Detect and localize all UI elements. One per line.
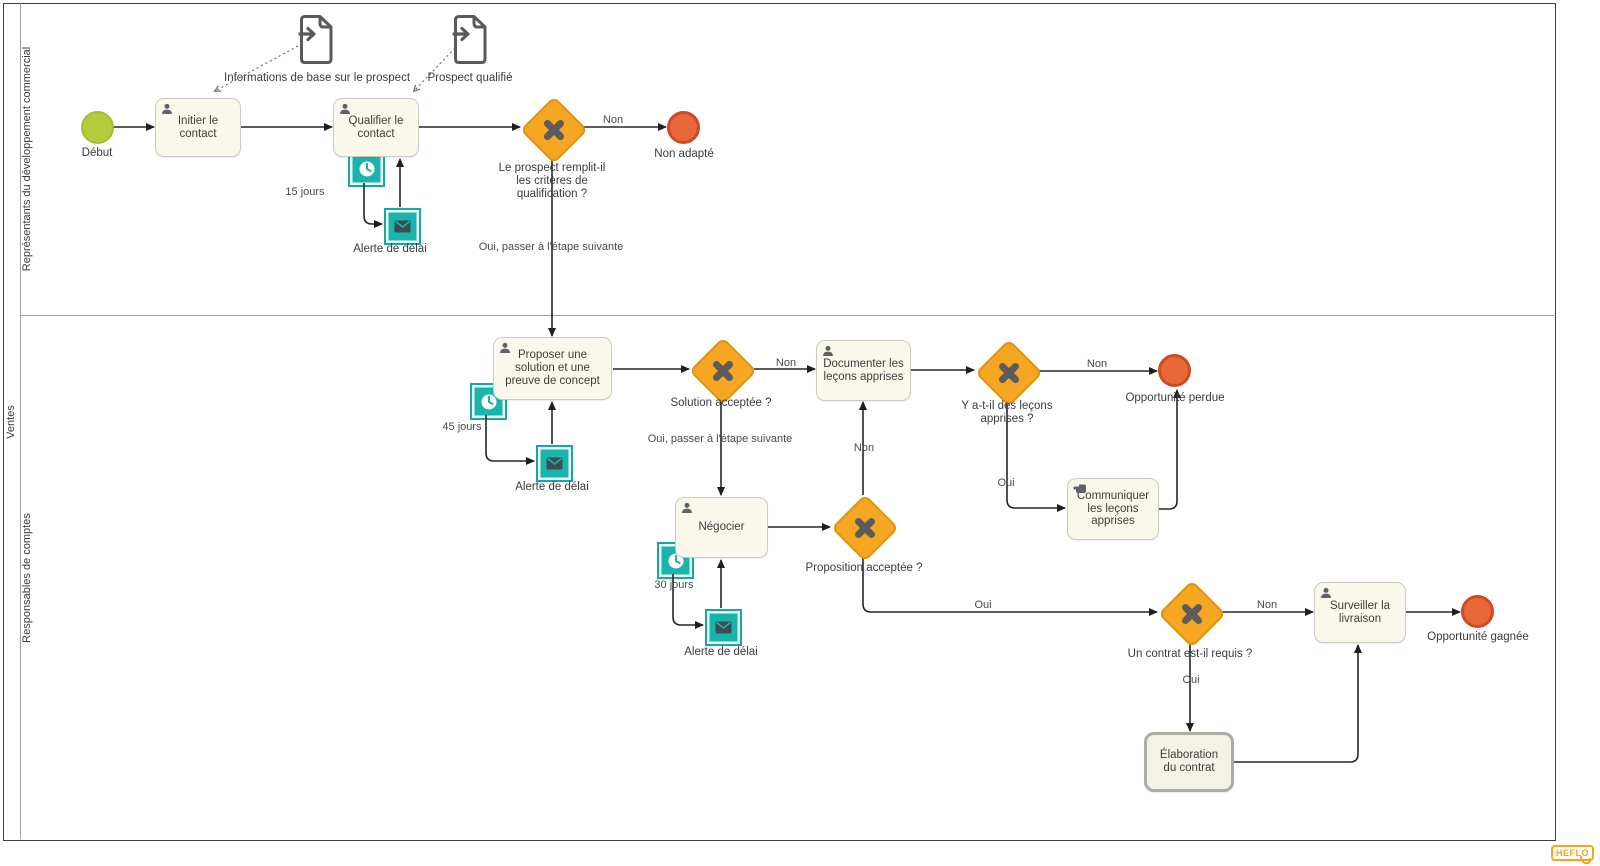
assoc-infos-initier — [215, 45, 299, 91]
start-event-label: Début — [81, 147, 113, 159]
user-icon — [162, 103, 172, 114]
gateway-label: Proposition acceptée ? — [805, 562, 923, 574]
flow-gwlecons-communiquer — [1006, 403, 1066, 512]
timer-label: 30 jours — [654, 579, 694, 591]
timer-icon — [481, 394, 496, 409]
lane-divider — [20, 315, 1554, 316]
timer-icon — [359, 161, 374, 176]
exclusive-gateway-icon — [999, 363, 1019, 383]
task-label: Élaboration du contrat — [1159, 749, 1219, 774]
timer-label: 45 jours — [442, 421, 482, 433]
exclusive-gateway-icon — [855, 518, 875, 538]
exclusive-gateway-icon — [713, 361, 733, 381]
user-icon — [1321, 587, 1331, 598]
task-surveiller-livraison[interactable]: Surveiller la livraison — [1314, 582, 1406, 643]
gateway-label: Le prospect remplit-il les critères de q… — [498, 162, 606, 200]
message-icon — [394, 220, 411, 233]
user-icon — [500, 342, 510, 353]
user-icon — [823, 345, 833, 356]
end-event-opportunite-perdue[interactable] — [1158, 354, 1191, 387]
task-label: Initier le contact — [177, 114, 219, 140]
gateway-contrat[interactable] — [1158, 580, 1226, 648]
gateway-label: Un contrat est-il requis ? — [1127, 648, 1253, 660]
timer-label: 15 jours — [285, 186, 325, 198]
end-event-label: Non adapté — [654, 148, 714, 160]
gateway-label: Y a-t-il des leçons apprises ? — [961, 400, 1053, 425]
message-event-label: Alerte de délai — [684, 646, 758, 658]
flow-gwproposition-gwcontrat — [862, 557, 1158, 616]
flow-label-non: Non — [775, 357, 797, 369]
gateway-lecons[interactable] — [975, 339, 1043, 407]
exclusive-gateway-icon — [544, 120, 564, 140]
gateway-proposition[interactable] — [831, 494, 899, 562]
flow-timer-msg-negocier — [672, 574, 704, 629]
message-event-label: Alerte de délai — [515, 481, 589, 493]
task-label: Surveiller la livraison — [1329, 599, 1391, 625]
task-initier-le-contact[interactable]: Initier le contact — [155, 98, 241, 157]
end-event-non-adapte[interactable] — [667, 111, 700, 144]
message-icon — [546, 457, 563, 470]
flow-label-oui: Oui — [974, 599, 992, 611]
task-label: Qualifier le contact — [348, 114, 404, 140]
flow-timer-msg-proposer — [485, 415, 535, 465]
flow-label-non: Non — [1086, 358, 1108, 370]
data-object-label: Prospect qualifié — [427, 72, 513, 84]
end-event-opportunite-gagnee[interactable] — [1461, 595, 1494, 628]
flow-communiquer-perdue — [1159, 389, 1181, 510]
end-event-label: Opportunité gagnée — [1427, 631, 1529, 643]
user-icon — [682, 502, 692, 513]
data-input-icon — [452, 15, 487, 64]
gateway-qualification[interactable] — [520, 96, 588, 164]
pool-ventes — [3, 3, 1556, 841]
data-object-infos-prospect[interactable] — [298, 14, 334, 70]
flow-label-non: Non — [1256, 599, 1278, 611]
manual-task-hand-icon — [1073, 484, 1086, 493]
gateway-label: Solution acceptée ? — [670, 397, 772, 409]
flow-label-non: Non — [602, 114, 624, 126]
data-object-label: Informations de base sur le prospect — [224, 72, 411, 84]
flow-elaboration-surveiller — [1234, 644, 1362, 763]
gateway-solution[interactable] — [689, 337, 757, 405]
message-event-label: Alerte de délai — [353, 243, 427, 255]
task-label: Communiquer les leçons apprises — [1076, 489, 1150, 528]
message-throw-event-negocier[interactable] — [705, 609, 742, 646]
task-label: Documenter les leçons apprises — [823, 357, 904, 383]
heflo-logo-text: HEFLO — [1556, 848, 1589, 858]
data-input-icon — [298, 15, 333, 64]
flow-timer-msg-qualifier — [363, 183, 383, 228]
task-qualifier-le-contact[interactable]: Qualifier le contact — [333, 98, 419, 157]
task-elaboration-contrat[interactable]: Élaboration du contrat — [1144, 732, 1234, 792]
exclusive-gateway-icon — [1182, 604, 1202, 624]
task-label: Négocier — [698, 521, 745, 533]
start-event[interactable] — [81, 111, 114, 144]
task-proposer-solution[interactable]: Proposer une solution et une preuve de c… — [493, 337, 612, 400]
flow-label-non: Non — [853, 442, 875, 454]
flow-label-oui: Oui — [997, 477, 1015, 489]
user-icon — [340, 103, 350, 114]
heflo-logo[interactable]: HEFLO — [1551, 845, 1594, 865]
task-documenter-lecons[interactable]: Documenter les leçons apprises — [816, 340, 911, 401]
task-communiquer-lecons[interactable]: Communiquer les leçons apprises — [1067, 478, 1159, 540]
flow-label-oui: Oui — [1182, 674, 1200, 686]
heflo-logo-curl-icon — [1580, 856, 1592, 865]
flow-label-oui: Oui, passer à l'étape suivante — [478, 241, 624, 253]
flow-label-oui: Oui, passer à l'étape suivante — [647, 433, 793, 445]
data-object-prospect-qualifie[interactable] — [452, 14, 488, 70]
message-throw-event-qualifier[interactable] — [384, 208, 421, 245]
message-throw-event-proposer[interactable] — [536, 445, 573, 482]
task-negocier[interactable]: Négocier — [675, 497, 768, 558]
end-event-label: Opportunité perdue — [1125, 392, 1225, 404]
message-icon — [715, 621, 732, 634]
task-label: Proposer une solution et une preuve de c… — [505, 349, 600, 387]
pool-label-divider — [20, 3, 21, 839]
